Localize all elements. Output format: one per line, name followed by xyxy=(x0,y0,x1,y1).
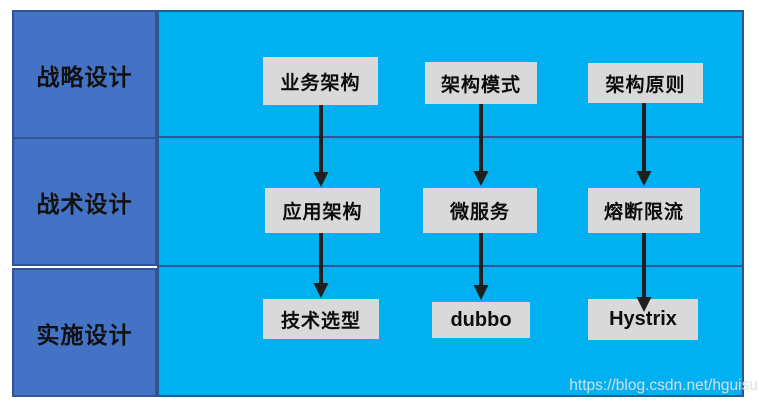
csdn-watermark: https://blog.csdn.net/hguisu xyxy=(569,377,758,394)
architecture-design-diagram: 战略设计 战术设计 实施设计 业务架构 架构模式 架构原则 应用架构 微服务 熔… xyxy=(12,10,744,397)
stage-label: 战略设计 xyxy=(36,64,133,90)
node-application-architecture: 应用架构 xyxy=(265,188,380,233)
node-dubbo: dubbo xyxy=(432,302,530,338)
node-architecture-principles: 架构原则 xyxy=(588,63,703,103)
stage-label: 战术设计 xyxy=(36,191,133,217)
stage-cell-tactical-design: 战术设计 xyxy=(12,137,157,266)
node-microservices: 微服务 xyxy=(423,188,537,233)
stage-label: 实施设计 xyxy=(36,322,133,348)
node-technology-selection: 技术选型 xyxy=(263,299,379,339)
row-divider xyxy=(157,136,744,138)
node-hystrix: Hystrix xyxy=(588,299,698,340)
stage-cell-implementation-design: 实施设计 xyxy=(12,268,157,397)
node-circuit-break-rate-limit: 熔断限流 xyxy=(588,188,700,233)
node-architecture-pattern: 架构模式 xyxy=(425,62,537,104)
stage-cell-strategic-design: 战略设计 xyxy=(12,10,157,139)
row-divider xyxy=(157,265,744,267)
node-business-architecture: 业务架构 xyxy=(263,57,378,105)
